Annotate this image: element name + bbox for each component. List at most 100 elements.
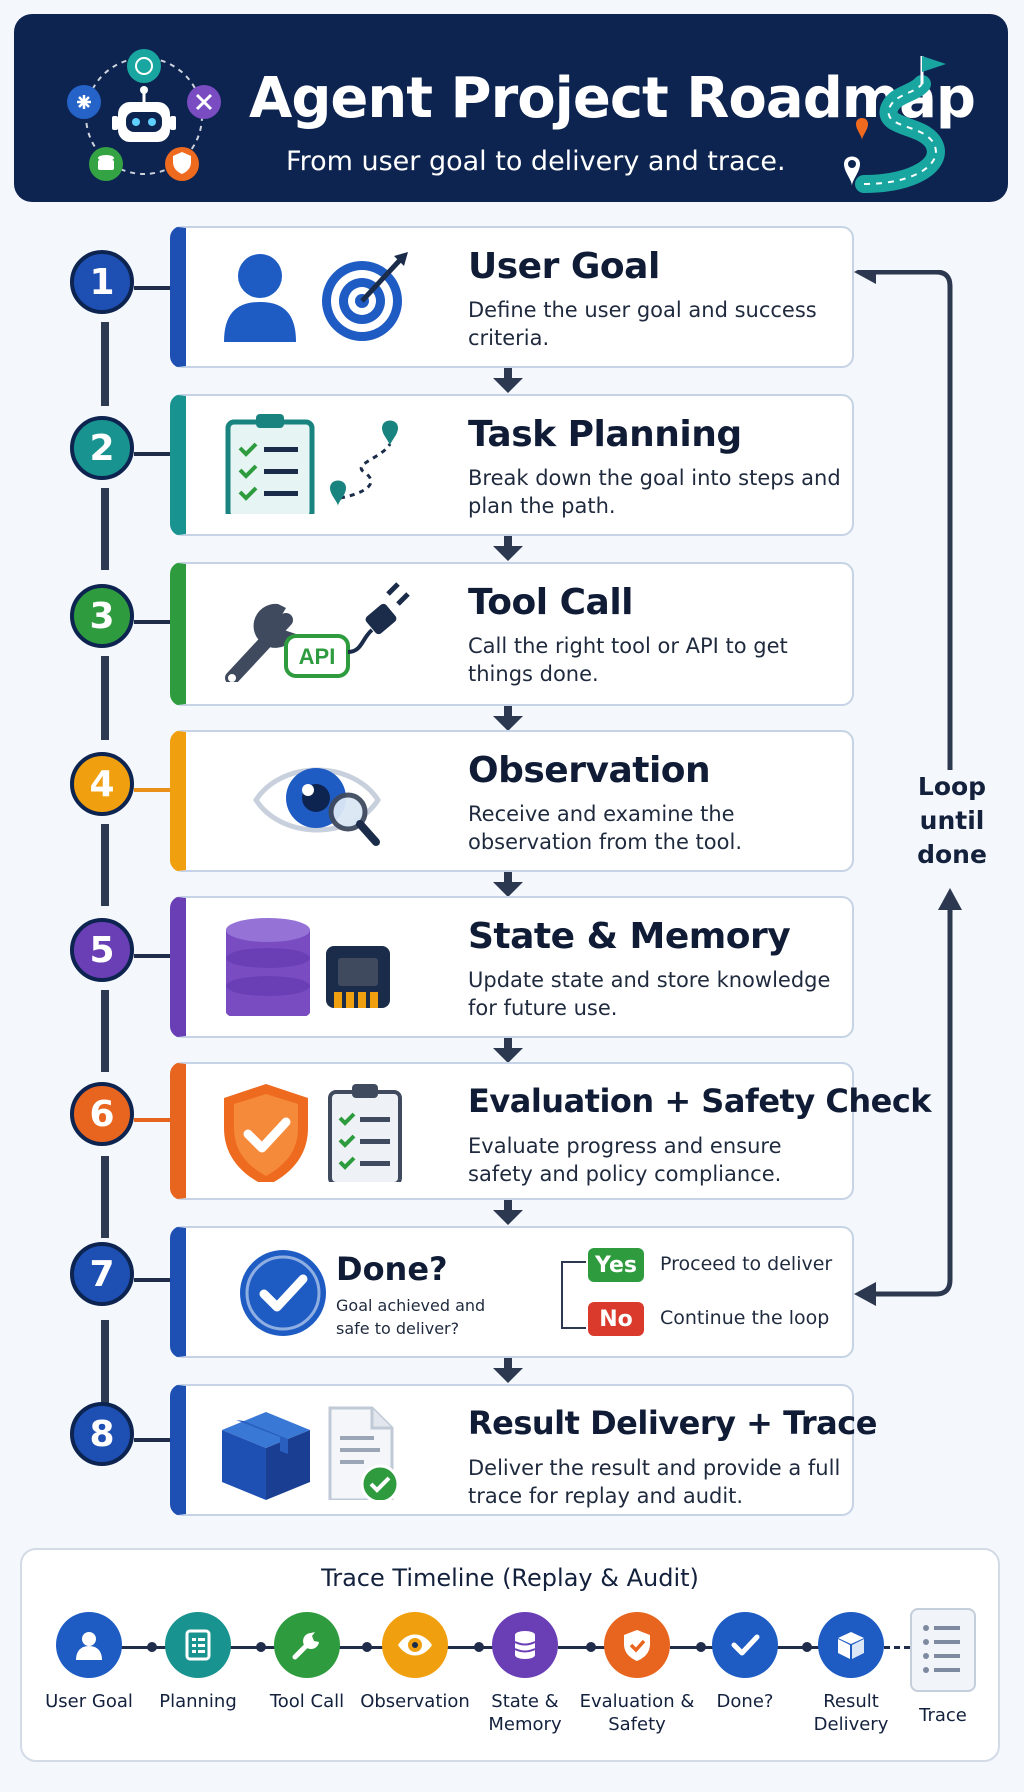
box-icon [838, 1632, 864, 1659]
step-card-evaluation-safety[interactable]: Evaluation + Safety Check Evaluate progr… [170, 1062, 932, 1200]
step-title: Result Delivery + Trace [468, 1404, 877, 1442]
timeline-node-done[interactable] [712, 1612, 778, 1678]
step-1-badge: 1 [70, 250, 134, 314]
yes-text: Proceed to deliver [660, 1253, 833, 1275]
loop-label-line: done [917, 840, 987, 869]
down-arrow-icon [493, 536, 523, 561]
timeline-node-tool-call[interactable] [274, 1612, 340, 1678]
timeline-label-line: Evaluation & [579, 1691, 695, 1712]
header-banner: Agent Project Roadmap From user goal to … [14, 14, 1008, 202]
timeline-connector [884, 1646, 910, 1649]
robot-tools-icon [67, 49, 221, 181]
timeline-label-line: Result [823, 1691, 879, 1712]
step-card-state-memory[interactable]: State & Memory Update state and store kn… [170, 896, 854, 1038]
box-document-icon [222, 1406, 400, 1500]
timeline-dot [802, 1642, 812, 1652]
step-3-badge: 3 [70, 584, 134, 648]
step-5-badge: 5 [70, 918, 134, 982]
eye-icon [398, 1634, 432, 1656]
timeline-label: Done? [685, 1690, 805, 1713]
step-1-connector [134, 286, 170, 290]
trace-document[interactable] [910, 1608, 976, 1692]
down-arrow-icon [493, 706, 523, 731]
shield-checklist-icon [224, 1084, 402, 1182]
list-icon [185, 1629, 211, 1661]
trace-timeline: Trace Timeline (Replay & Audit) User Goa… [20, 1548, 1000, 1762]
timeline-node-evaluation-safety[interactable] [604, 1612, 670, 1678]
timeline-dot [362, 1642, 372, 1652]
database-chip-icon [226, 918, 390, 1016]
left-line-6 [101, 1156, 109, 1238]
timeline-label-line: Tool Call [269, 1691, 345, 1712]
down-arrow-icon [493, 1038, 523, 1063]
step-card-tool-call[interactable]: API Tool Call Call the right tool or API… [170, 562, 854, 706]
api-label: API [299, 644, 336, 669]
step-6-badge: 6 [70, 1082, 134, 1146]
left-line-1 [101, 322, 109, 406]
shield-icon [624, 1630, 650, 1661]
timeline-dot [256, 1642, 266, 1652]
step-card-user-goal[interactable]: User Goal Define the user goal and succe… [170, 226, 854, 368]
wrench-api-plug-icon: API [225, 582, 410, 682]
no-chip: No [588, 1302, 644, 1336]
step-8-badge: 8 [70, 1402, 134, 1466]
step-title: User Goal [468, 246, 660, 287]
step-desc: Receive and examine the observation from… [468, 802, 742, 854]
timeline-label: User Goal [29, 1690, 149, 1713]
timeline-label: Observation [355, 1690, 475, 1713]
timeline-label-line: Memory [488, 1714, 562, 1735]
loop-label-line: Loop [917, 772, 987, 801]
down-arrow-icon [493, 368, 523, 393]
timeline-dot [147, 1642, 157, 1652]
step-desc: Goal achieved and safe to deliver? [336, 1296, 486, 1338]
check-icon [731, 1634, 760, 1656]
down-arrow-icon [493, 872, 523, 897]
page-subtitle: From user goal to delivery and trace. [286, 146, 786, 177]
user-icon [76, 1632, 102, 1660]
loop-label: Loop until done [912, 770, 992, 872]
step-desc: Define the user goal and success criteri… [468, 298, 817, 350]
step-card-done-decision[interactable]: Done? Goal achieved and safe to deliver?… [170, 1226, 854, 1358]
timeline-node-observation[interactable] [382, 1612, 448, 1678]
roadmap-flag-icon [844, 56, 946, 193]
step-4-badge: 4 [70, 752, 134, 816]
page-title: Agent Project Roadmap [249, 66, 976, 131]
timeline-node-result-delivery[interactable] [818, 1612, 884, 1678]
step-4-connector [134, 788, 170, 792]
step-3-connector [134, 620, 170, 624]
step-7-badge: 7 [70, 1242, 134, 1306]
timeline-node-planning[interactable] [165, 1612, 231, 1678]
timeline-label-line: User Goal [45, 1691, 133, 1712]
timeline-label-line: Done? [716, 1691, 774, 1712]
step-card-result-delivery[interactable]: Result Delivery + Trace Deliver the resu… [170, 1384, 877, 1516]
timeline-label-line: Observation [360, 1691, 470, 1712]
down-arrow-icon [493, 1200, 523, 1225]
loop-arrow [854, 270, 962, 1306]
step-7-connector [134, 1278, 170, 1282]
down-arrow-icon [493, 1358, 523, 1383]
timeline-label: State &Memory [465, 1690, 585, 1736]
wrench-icon [292, 1632, 319, 1660]
step-8-connector [134, 1438, 170, 1442]
branch-bracket [561, 1261, 586, 1329]
timeline-label-line: State & [491, 1691, 559, 1712]
timeline-node-state-memory[interactable] [492, 1612, 558, 1678]
step-desc: Update state and store knowledge for fut… [468, 968, 831, 1020]
timeline-label-line: Delivery [813, 1714, 889, 1735]
step-title: State & Memory [468, 916, 791, 957]
step-card-task-planning[interactable]: Task Planning Break down the goal into s… [170, 394, 854, 536]
step-title: Tool Call [468, 582, 634, 623]
no-text: Continue the loop [660, 1307, 830, 1329]
timeline-dot [586, 1642, 596, 1652]
step-5-connector [134, 954, 170, 958]
step-desc: Deliver the result and provide a full tr… [468, 1456, 841, 1508]
timeline-node-user-goal[interactable] [56, 1612, 122, 1678]
timeline-label: Evaluation &Safety [577, 1690, 697, 1736]
left-line-2 [101, 488, 109, 570]
loop-label-line: until [919, 806, 985, 835]
timeline-label-line: Planning [159, 1691, 237, 1712]
eye-magnifier-icon [253, 767, 381, 846]
step-card-observation[interactable]: Observation Receive and examine the obse… [170, 730, 854, 872]
trace-label: Trace [919, 1705, 967, 1726]
